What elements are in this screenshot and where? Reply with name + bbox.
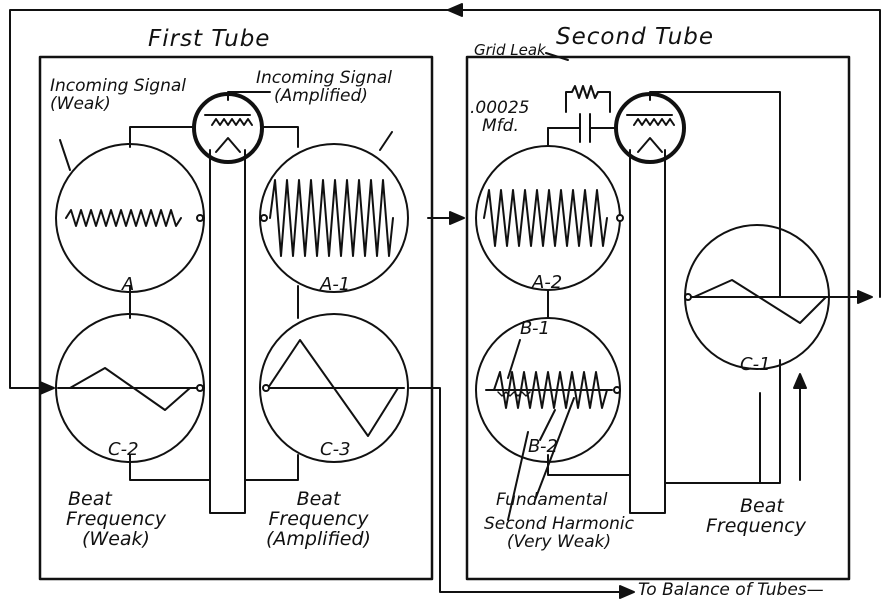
beat-frequency-amplified-line3: (Amplified) — [266, 527, 371, 550]
scope-c2-label: C-2 — [108, 439, 139, 460]
first-tube-column — [209, 159, 246, 514]
scope-a1 — [259, 143, 409, 293]
incoming-signal-amplified-label: Incoming Signal (Amplified) — [256, 68, 393, 106]
incoming-signal-weak-label: Incoming Signal (Weak) — [50, 76, 187, 114]
scope-a1-label: A-1 — [320, 274, 351, 295]
incoming-signal-amplified-line2: (Amplified) — [274, 85, 368, 106]
pointer-b2 — [539, 409, 556, 441]
scope-b2-label: B-2 — [528, 436, 558, 457]
second-harmonic-label: Second Harmonic (Very Weak) — [484, 514, 634, 552]
feedback-arrow-head — [447, 3, 463, 17]
pointer-grid-leak — [545, 52, 569, 61]
b-small-wave — [497, 391, 531, 397]
beat-frequency-arrow-head — [793, 373, 807, 389]
first-tube-title: First Tube — [148, 26, 271, 52]
scope-a2 — [475, 145, 624, 291]
a2-wave — [483, 189, 608, 247]
scope-c3-label: C-3 — [320, 439, 351, 460]
incoming-signal-weak-line2: (Weak) — [50, 93, 111, 114]
beat-amplified-wave — [267, 339, 399, 437]
capacitor-label: .00025 Mfd. — [470, 98, 530, 136]
second-tube-title: Second Tube — [556, 24, 715, 50]
pointer-b1 — [507, 339, 521, 379]
grid-leak-resistor — [565, 85, 611, 113]
beat-frequency-line2: Frequency — [706, 514, 806, 537]
first-tube-box — [38, 55, 434, 581]
beat-frequency-label: Beat Frequency — [706, 495, 806, 537]
capacitor — [547, 113, 617, 143]
pointer-incoming-amplified — [379, 131, 393, 151]
capacitor-value: .00025 — [470, 98, 530, 118]
second-harmonic-line1: Second Harmonic — [484, 514, 634, 534]
beat-frequency-weak-line2: Frequency — [66, 507, 166, 530]
incoming-signal-weak-line1: Incoming Signal — [50, 76, 187, 96]
left-input-arrow-head — [39, 381, 55, 395]
output-arrow-head — [857, 290, 873, 304]
amplified-signal-wave — [269, 179, 394, 257]
b-wave — [493, 371, 608, 409]
capacitor-unit: Mfd. — [482, 115, 519, 136]
beat-frequency-amplified-label: Beat Frequency (Amplified) — [266, 488, 371, 550]
fundamental-label: Fundamental — [496, 490, 608, 510]
beat-frequency-weak-label: Beat Frequency (Weak) — [66, 488, 166, 550]
beat-weak-wave — [69, 367, 191, 411]
scope-a2-label: A-2 — [532, 272, 563, 293]
pointer-incoming-weak — [59, 139, 71, 171]
feedback-loop-line — [451, 9, 881, 298]
pointer-fundamental — [534, 397, 575, 501]
scope-c1 — [684, 224, 830, 370]
first-tube-wiring — [129, 126, 299, 481]
pointer-second-harmonic — [507, 431, 529, 521]
scope-c3 — [259, 313, 409, 463]
beat-frequency-line1: Beat — [740, 495, 784, 517]
to-balance-label: To Balance of Tubes— — [638, 580, 824, 600]
scope-c1-label: C-1 — [740, 354, 771, 375]
scope-a-label: A — [122, 274, 135, 295]
c1-wave — [693, 279, 827, 324]
balance-line — [409, 387, 627, 593]
beat-frequency-amplified-line1: Beat — [296, 488, 341, 510]
middle-arrow-head — [449, 211, 465, 225]
scope-a — [55, 143, 205, 293]
second-tube-box — [465, 55, 851, 581]
scope-b — [475, 317, 621, 463]
second-tube-column — [629, 159, 666, 514]
feedback-loop-left — [9, 9, 449, 389]
weak-signal-wave — [65, 209, 182, 227]
beat-frequency-amplified-line2: Frequency — [268, 507, 369, 530]
grid-leak-label: Grid Leak — [474, 41, 546, 59]
beat-frequency-weak-line1: Beat — [68, 488, 112, 510]
scope-b1-label: B-1 — [520, 318, 550, 339]
incoming-signal-amplified-line1: Incoming Signal — [256, 68, 393, 88]
balance-arrow-head — [619, 585, 635, 599]
second-harmonic-line2: (Very Weak) — [506, 531, 612, 552]
second-tube-wiring — [547, 91, 781, 484]
beat-frequency-weak-line3: (Weak) — [82, 527, 150, 550]
scope-c2 — [55, 313, 205, 463]
second-vacuum-tube — [614, 91, 691, 164]
